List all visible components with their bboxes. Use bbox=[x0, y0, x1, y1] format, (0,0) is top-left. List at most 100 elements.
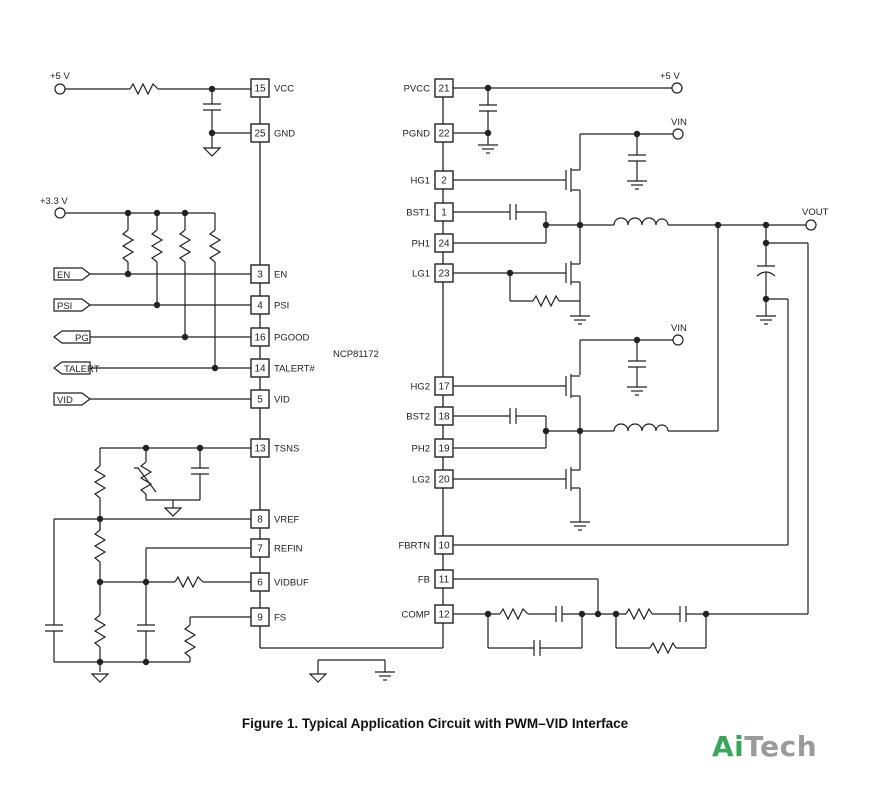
pin-number: 6 bbox=[257, 578, 263, 589]
compensation-junctions bbox=[484, 610, 710, 618]
pin-label: PSI bbox=[274, 301, 289, 312]
ic-pin-fs: 9 FS bbox=[250, 607, 286, 627]
output-capacitor bbox=[756, 225, 809, 614]
ic-pin-talert: 14 TALERT# bbox=[250, 358, 316, 378]
pin-number: 8 bbox=[257, 515, 263, 526]
pin-label: COMP bbox=[402, 610, 431, 621]
pin-number: 18 bbox=[438, 412, 450, 423]
pvcc-junctions bbox=[484, 84, 492, 137]
ic-pin-comp: 12 COMP bbox=[402, 604, 454, 624]
output-junctions bbox=[762, 239, 770, 303]
ic-pin-pgnd: 22 PGND bbox=[403, 123, 454, 143]
pin-label: FS bbox=[274, 613, 286, 624]
pin-number: 9 bbox=[257, 613, 263, 624]
pin-number: 3 bbox=[257, 270, 263, 281]
pin-number: 17 bbox=[438, 382, 450, 393]
ic-pin-vidbuf: 6 VIDBUF bbox=[250, 572, 309, 592]
pin-label: GND bbox=[274, 129, 295, 140]
pin-label: FBRTN bbox=[399, 541, 431, 552]
pin-label: PVCC bbox=[404, 84, 431, 95]
ic-pin-fb: 11 FB bbox=[418, 569, 454, 589]
aitech-logo: AiTech bbox=[712, 730, 817, 763]
pin-number: 16 bbox=[254, 333, 266, 344]
ic-pin-bst1: 1 BST1 bbox=[406, 202, 454, 222]
ic-pin-pgood: 16 PGOOD bbox=[250, 327, 310, 347]
pin-label: VID bbox=[274, 395, 290, 406]
pin-number: 1 bbox=[441, 208, 447, 219]
ic-pin-refin: 7 REFIN bbox=[250, 538, 303, 558]
signal-vid: VID bbox=[57, 395, 73, 406]
pin-label: PGND bbox=[403, 129, 431, 140]
pin-number: 23 bbox=[438, 269, 450, 280]
pin-label: VREF bbox=[274, 515, 300, 526]
ic-name: NCP81172 bbox=[333, 349, 379, 360]
pin-label: LG2 bbox=[412, 475, 430, 486]
pin-number: 25 bbox=[254, 129, 266, 140]
pin-number: 15 bbox=[254, 84, 266, 95]
vcc-supply-network bbox=[54, 82, 251, 157]
signal-talert: TALERT bbox=[64, 364, 100, 375]
signal-en: EN bbox=[57, 270, 70, 281]
pin-label: PH1 bbox=[412, 239, 430, 250]
phase2-power-stage bbox=[453, 225, 719, 531]
pin-label: HG2 bbox=[410, 382, 430, 393]
phase2-junctions bbox=[542, 336, 641, 435]
pin-label: LG1 bbox=[412, 269, 430, 280]
pin-label: REFIN bbox=[274, 544, 303, 555]
power-label-vout: VOUT bbox=[802, 207, 829, 218]
pullup-junctions bbox=[124, 209, 219, 372]
ic-pin-en: 3 EN bbox=[250, 264, 287, 284]
pin-label: VCC bbox=[274, 84, 294, 95]
ic-pin-lg2: 20 LG2 bbox=[412, 469, 454, 489]
figure-caption: Figure 1. Typical Application Circuit wi… bbox=[241, 716, 629, 731]
pin-number: 24 bbox=[438, 239, 450, 250]
power-label-vin1: VIN bbox=[671, 117, 687, 128]
pin-number: 14 bbox=[254, 364, 266, 375]
signal-pg: PG bbox=[75, 333, 89, 344]
pvcc-network bbox=[453, 82, 683, 154]
reference-junctions bbox=[96, 444, 204, 666]
power-label-vin2: VIN bbox=[671, 323, 687, 334]
pin-number: 21 bbox=[438, 84, 450, 95]
pin-label: FB bbox=[418, 575, 430, 586]
pin-label: BST1 bbox=[406, 208, 430, 219]
pin-label: TSNS bbox=[274, 444, 299, 455]
pullup-network bbox=[53, 207, 251, 406]
logo-part2: Tech bbox=[744, 730, 818, 763]
power-label-5v-left: +5 V bbox=[50, 71, 70, 82]
junction-dot bbox=[208, 85, 216, 93]
ic-pin-lg1: 23 LG1 bbox=[412, 263, 454, 283]
pin-number: 20 bbox=[438, 475, 450, 486]
pin-label: PGOOD bbox=[274, 333, 310, 344]
bottom-ground bbox=[308, 659, 395, 683]
pin-label: TALERT# bbox=[274, 364, 316, 375]
ic-pin-hg2: 17 HG2 bbox=[410, 376, 454, 396]
ic-pin-bst2: 18 BST2 bbox=[406, 406, 454, 426]
power-label-3v3: +3.3 V bbox=[40, 196, 68, 207]
pin-label: HG1 bbox=[410, 176, 430, 187]
pin-number: 12 bbox=[438, 610, 450, 621]
pin-label: VIDBUF bbox=[274, 578, 309, 589]
pin-number: 10 bbox=[438, 541, 450, 552]
pin-label: EN bbox=[274, 270, 287, 281]
phase1-junctions bbox=[506, 130, 770, 277]
ic-pin-vref: 8 VREF bbox=[250, 509, 300, 529]
pin-number: 11 bbox=[439, 575, 450, 586]
junction-dot bbox=[208, 129, 216, 137]
ic-pin-gnd: 25 GND bbox=[250, 123, 295, 143]
ic-pin-pvcc: 21 PVCC bbox=[404, 78, 454, 98]
pin-number: 19 bbox=[438, 444, 450, 455]
pin-number: 22 bbox=[438, 129, 450, 140]
power-label-5v-right: +5 V bbox=[660, 71, 680, 82]
pin-label: BST2 bbox=[406, 412, 430, 423]
compensation-network bbox=[453, 544, 808, 656]
pin-number: 7 bbox=[257, 544, 263, 555]
ic-pin-fbrtn: 10 FBRTN bbox=[399, 535, 454, 555]
